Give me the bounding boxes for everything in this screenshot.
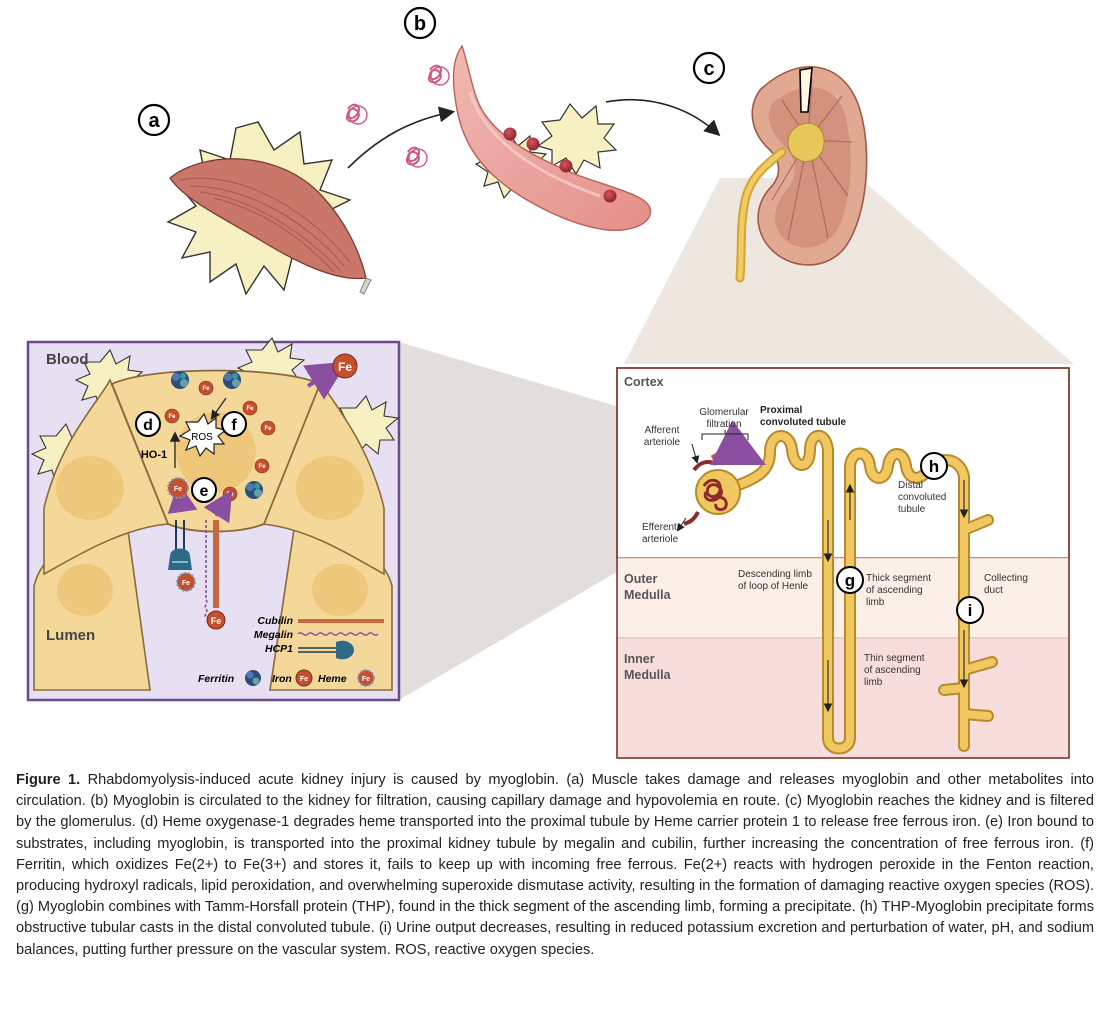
ho1-label: HO-1 <box>141 449 167 461</box>
iron-label: Fe <box>168 414 176 420</box>
afferent-arteriole-label-2: arteriole <box>644 437 681 448</box>
arrow-muscle-to-vessel <box>347 106 456 169</box>
inner-medulla-label-2: Medulla <box>624 668 672 682</box>
nephron-tubule <box>724 429 998 755</box>
blood-label: Blood <box>46 351 89 368</box>
lumen-label: Lumen <box>46 627 95 644</box>
ros-label: ROS <box>191 432 213 443</box>
marker-i: i <box>968 601 973 620</box>
myoglobin-molecules <box>345 64 450 168</box>
marker-d: d <box>143 417 153 434</box>
cortex-zone <box>616 367 1070 559</box>
marker-f-circle <box>221 411 247 437</box>
marker-e-circle <box>191 477 217 503</box>
legend-heme-symbol: Fe <box>362 676 370 683</box>
distal-tubule-label-2: convoluted <box>898 492 946 503</box>
iron-export-arrow <box>303 361 348 400</box>
legend-ferritin: Ferritin <box>198 673 234 685</box>
thick-segment-label-2: of ascending <box>866 585 923 596</box>
afferent-arteriole-label-1: Afferent <box>645 425 680 436</box>
efferent-arteriole-label-1: Efferent <box>642 522 677 533</box>
hcp1-transporter <box>168 520 192 570</box>
marker-c-circle <box>692 51 726 85</box>
cortex-label: Cortex <box>624 375 664 389</box>
distal-tubule-label-1: Distal <box>898 480 923 491</box>
glomerulus <box>683 420 766 526</box>
iron-label: Fe <box>258 464 266 470</box>
marker-a-circle <box>137 103 171 137</box>
caption-label: Figure 1. <box>16 772 81 788</box>
thick-segment-label-3: limb <box>866 597 885 608</box>
descending-limb-label-2: of loop of Henle <box>738 581 808 592</box>
descending-limb-label-1: Descending limb <box>738 569 812 580</box>
thin-segment-label-1: Thin segment <box>864 653 925 664</box>
thin-segment-label-2: of ascending <box>864 665 921 676</box>
legend-megalin: Megalin <box>254 629 293 641</box>
efferent-arteriole-label-2: arteriole <box>642 534 679 545</box>
red-blood-cell <box>526 137 540 151</box>
inner-medulla-label-1: Inner <box>624 652 655 666</box>
legend-iron-symbol: Fe <box>300 676 308 683</box>
iron-label: Fe <box>211 616 222 626</box>
filtration-arrow <box>709 420 766 465</box>
caption-text: Rhabdomyolysis-induced acute kidney inju… <box>16 772 1094 958</box>
legend-heme: Heme <box>318 673 347 685</box>
iron-label: Fe <box>226 492 234 498</box>
kidney <box>735 66 868 283</box>
ferritin <box>245 481 263 499</box>
iron-label: Fe <box>202 386 210 392</box>
iron-label: Fe <box>246 406 254 412</box>
legend-iron: Iron <box>272 673 292 685</box>
legend-hcp1: HCP1 <box>265 643 293 655</box>
glomerular-filtration-label-1: Glomerular <box>699 407 749 418</box>
heme-label: Fe <box>174 486 182 493</box>
proximal-tubule-label-2: convoluted tubule <box>760 417 847 428</box>
megalin <box>204 520 208 619</box>
marker-h-circle <box>920 452 948 480</box>
muscle-illustration <box>166 121 372 296</box>
marker-e: e <box>200 483 209 500</box>
distal-tubule-label-3: tubule <box>898 504 926 515</box>
red-blood-cell <box>603 189 617 203</box>
marker-f: f <box>231 417 237 434</box>
zoom-wedge-kidney <box>624 178 1074 364</box>
ferritin <box>223 371 241 389</box>
legend-cubilin: Cubilin <box>257 615 293 627</box>
cubilin <box>213 520 219 608</box>
arrow-vessel-to-kidney <box>605 98 721 137</box>
marker-g-circle <box>836 566 864 594</box>
collecting-duct-label-1: Collecting <box>984 573 1028 584</box>
marker-b: b <box>414 13 426 35</box>
marker-b-circle <box>403 6 437 40</box>
outer-medulla-label-2: Medulla <box>624 588 672 602</box>
figure-diagram: a b c <box>26 6 1074 759</box>
outer-medulla-label-1: Outer <box>624 572 657 586</box>
figure-caption: Figure 1. Rhabdomyolysis-induced acute k… <box>16 770 1094 961</box>
collecting-duct-label-2: duct <box>984 585 1003 596</box>
red-blood-cell <box>503 127 517 141</box>
marker-i-circle <box>956 596 984 624</box>
exported-iron-label: Fe <box>338 360 352 374</box>
legend: Cubilin Megalin HCP1 Ferritin Iron Fe He… <box>198 615 384 687</box>
marker-c: c <box>703 58 714 80</box>
ferritin <box>171 371 189 389</box>
heme-label: Fe <box>182 580 190 587</box>
marker-d-circle <box>135 411 161 437</box>
iron-label: Fe <box>264 426 272 432</box>
marker-a: a <box>148 110 160 132</box>
proximal-tubule-label-1: Proximal <box>760 405 802 416</box>
marker-g: g <box>845 571 855 590</box>
kidney-zoom-box <box>799 67 813 113</box>
thin-segment-label-3: limb <box>864 677 883 688</box>
thick-segment-label-1: Thick segment <box>866 573 931 584</box>
red-blood-cell <box>559 159 573 173</box>
tubule-cell-panel: Fe Fe Fe Fe Fe Fe ROS Fe Fe d f e HO-1 <box>26 336 401 702</box>
blood-vessel <box>452 44 651 231</box>
marker-h: h <box>929 457 939 476</box>
inner-medulla-zone <box>617 638 1069 758</box>
glomerular-filtration-label-2: filtration <box>706 419 741 430</box>
exported-iron <box>332 353 358 379</box>
nephron-panel: Cortex Outer Medulla Inner Medulla <box>616 367 1070 759</box>
